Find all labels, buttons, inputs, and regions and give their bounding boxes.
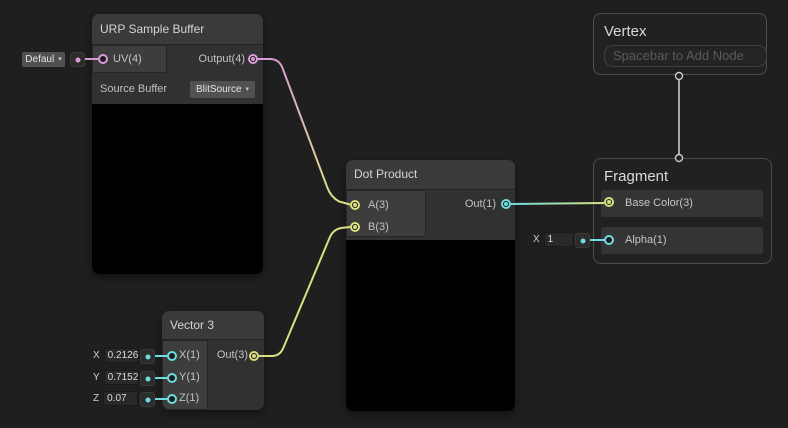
vector3-x-field[interactable]: X 0.2126 [93,348,139,363]
out-port-label: Out(3) [216,349,248,361]
x1-port[interactable] [167,351,177,361]
dropdown-arrow-icon: ▾ [58,56,62,63]
source-buffer-dropdown[interactable]: BlitSource ▾ [190,81,255,98]
b3-port[interactable] [350,222,360,232]
out-port-label: Out(1) [464,198,496,210]
node-title: Vector 3 [162,311,264,340]
z-port-label: Z(1) [179,392,200,404]
alpha-connector-dot[interactable] [575,233,590,248]
node-urp-sample-buffer[interactable]: URP Sample Buffer UV(4) Output(4) Source… [92,14,263,274]
node-preview [92,104,263,274]
vector3-z-field[interactable]: Z 0.07 [93,391,139,406]
fragment-block[interactable]: Fragment Base Color(3) Alpha(1) [593,158,772,264]
y-port-label: Y(1) [179,371,200,383]
z-field-value[interactable]: 0.07 [103,391,139,406]
dropdown-arrow-icon: ▾ [245,86,250,93]
alpha-label: Alpha(1) [625,234,667,246]
basecolor-port[interactable] [604,197,614,207]
y-field-value[interactable]: 0.7152 [103,370,139,385]
source-buffer-value: BlitSource [195,84,242,95]
alpha-field-label: X [533,234,540,245]
node-body: UV(4) Output(4) Source Buffer BlitSource… [92,45,263,104]
edge-out1-to-basecolor[interactable] [510,202,605,205]
y1-port[interactable] [167,373,177,383]
x-field-label: X [93,350,100,361]
node-body: X(1) Y(1) Z(1) Out(3) [162,340,264,410]
vertex-title: Vertex [604,23,647,40]
uv-channel-dropdown[interactable]: Defaul ▾ [22,52,65,67]
x-field-value[interactable]: 0.2126 [103,348,139,363]
node-dot-product[interactable]: Dot Product A(3) B(3) Out(1) [346,160,515,411]
y-connector-dot[interactable] [140,371,155,386]
output4-port[interactable] [248,54,258,64]
a-port-label: A(3) [368,199,389,211]
alpha-port[interactable] [604,235,614,245]
node-title: Dot Product [346,160,515,190]
base-color-label: Base Color(3) [625,197,693,209]
vertex-block[interactable]: Vertex Spacebar to Add Node [593,13,767,75]
output-port-label: Output(4) [198,53,245,65]
x-connector-dot[interactable] [140,349,155,364]
uv-port[interactable] [98,54,108,64]
alpha-field-value[interactable]: 1 [543,232,574,247]
node-body: A(3) B(3) Out(1) [346,190,515,240]
uv-port-label: UV(4) [113,53,142,65]
z-field-label: Z [93,393,100,404]
alpha-row[interactable]: Alpha(1) [601,227,763,254]
x-port-label: X(1) [179,349,200,361]
z1-port[interactable] [167,394,177,404]
base-color-row[interactable]: Base Color(3) [601,190,763,217]
edge-out3-to-b3[interactable] [258,226,351,357]
z-connector-dot[interactable] [140,392,155,407]
b-port-label: B(3) [368,221,389,233]
node-preview [346,240,515,411]
uv-connector-dot[interactable] [70,52,85,67]
node-title: URP Sample Buffer [92,14,263,45]
fragment-title: Fragment [604,168,669,185]
add-node-hint[interactable]: Spacebar to Add Node [604,45,767,67]
uv-channel-value: Defaul [25,54,55,65]
a3-port[interactable] [350,200,360,210]
edge-output4-to-a3[interactable] [257,58,351,206]
node-vector3[interactable]: Vector 3 X(1) Y(1) Z(1) Out(3) [162,311,264,410]
source-buffer-label: Source Buffer [100,83,168,95]
alpha-x-field[interactable]: X 1 [533,232,574,247]
vector3-y-field[interactable]: Y 0.7152 [93,370,139,385]
y-field-label: Y [93,372,100,383]
out3-port[interactable] [249,351,259,361]
out1-port[interactable] [501,199,511,209]
